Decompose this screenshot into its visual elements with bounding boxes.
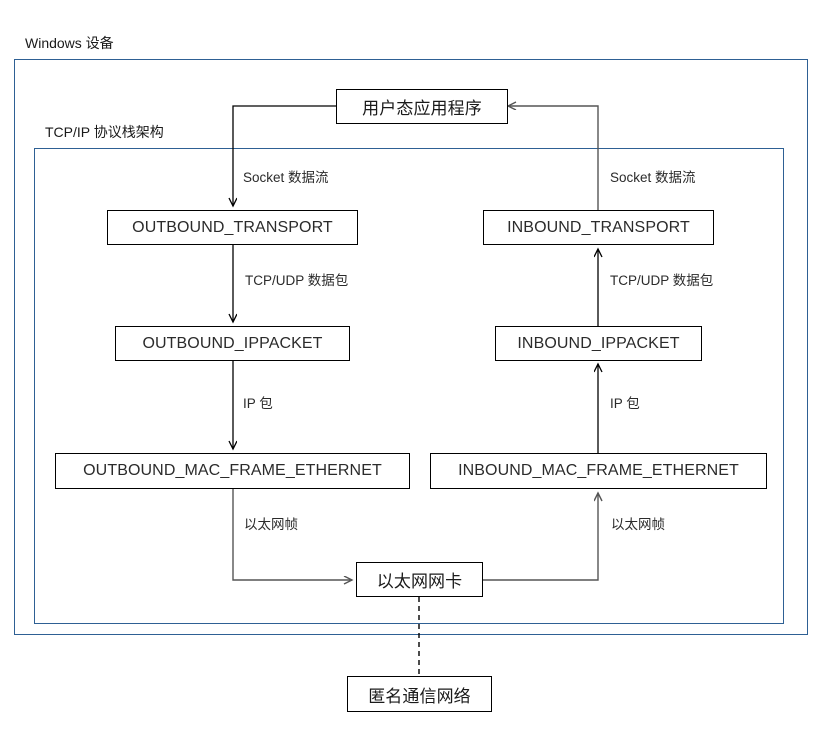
edge-label-tcp-udp-packet-in: TCP/UDP 数据包 xyxy=(610,273,714,288)
tcpip-stack-frame xyxy=(34,148,784,624)
edge-label-socket-stream-out: Socket 数据流 xyxy=(243,170,329,185)
node-ethernet-nic[interactable]: 以太网网卡 xyxy=(356,562,483,597)
node-outbound-transport[interactable]: OUTBOUND_TRANSPORT xyxy=(107,210,358,245)
windows-device-frame xyxy=(14,59,808,635)
edge-label-ip-packet-in: IP 包 xyxy=(610,396,640,411)
node-inbound-transport[interactable]: INBOUND_TRANSPORT xyxy=(483,210,714,245)
node-user-app[interactable]: 用户态应用程序 xyxy=(336,89,508,124)
inner-frame-label: TCP/IP 协议栈架构 xyxy=(45,124,164,140)
edge-label-ethernet-frame-in: 以太网帧 xyxy=(611,517,665,532)
node-inbound-mac-frame-ethernet[interactable]: INBOUND_MAC_FRAME_ETHERNET xyxy=(430,453,767,489)
edge-label-socket-stream-in: Socket 数据流 xyxy=(610,170,696,185)
node-outbound-mac-frame-ethernet[interactable]: OUTBOUND_MAC_FRAME_ETHERNET xyxy=(55,453,410,489)
edge-label-ethernet-frame-out: 以太网帧 xyxy=(244,517,298,532)
node-outbound-ippacket[interactable]: OUTBOUND_IPPACKET xyxy=(115,326,350,361)
edge-label-tcp-udp-packet-out: TCP/UDP 数据包 xyxy=(245,273,349,288)
node-inbound-ippacket[interactable]: INBOUND_IPPACKET xyxy=(495,326,702,361)
node-anonymous-network[interactable]: 匿名通信网络 xyxy=(347,676,492,712)
outer-frame-label: Windows 设备 xyxy=(25,35,114,51)
edge-label-ip-packet-out: IP 包 xyxy=(243,396,273,411)
